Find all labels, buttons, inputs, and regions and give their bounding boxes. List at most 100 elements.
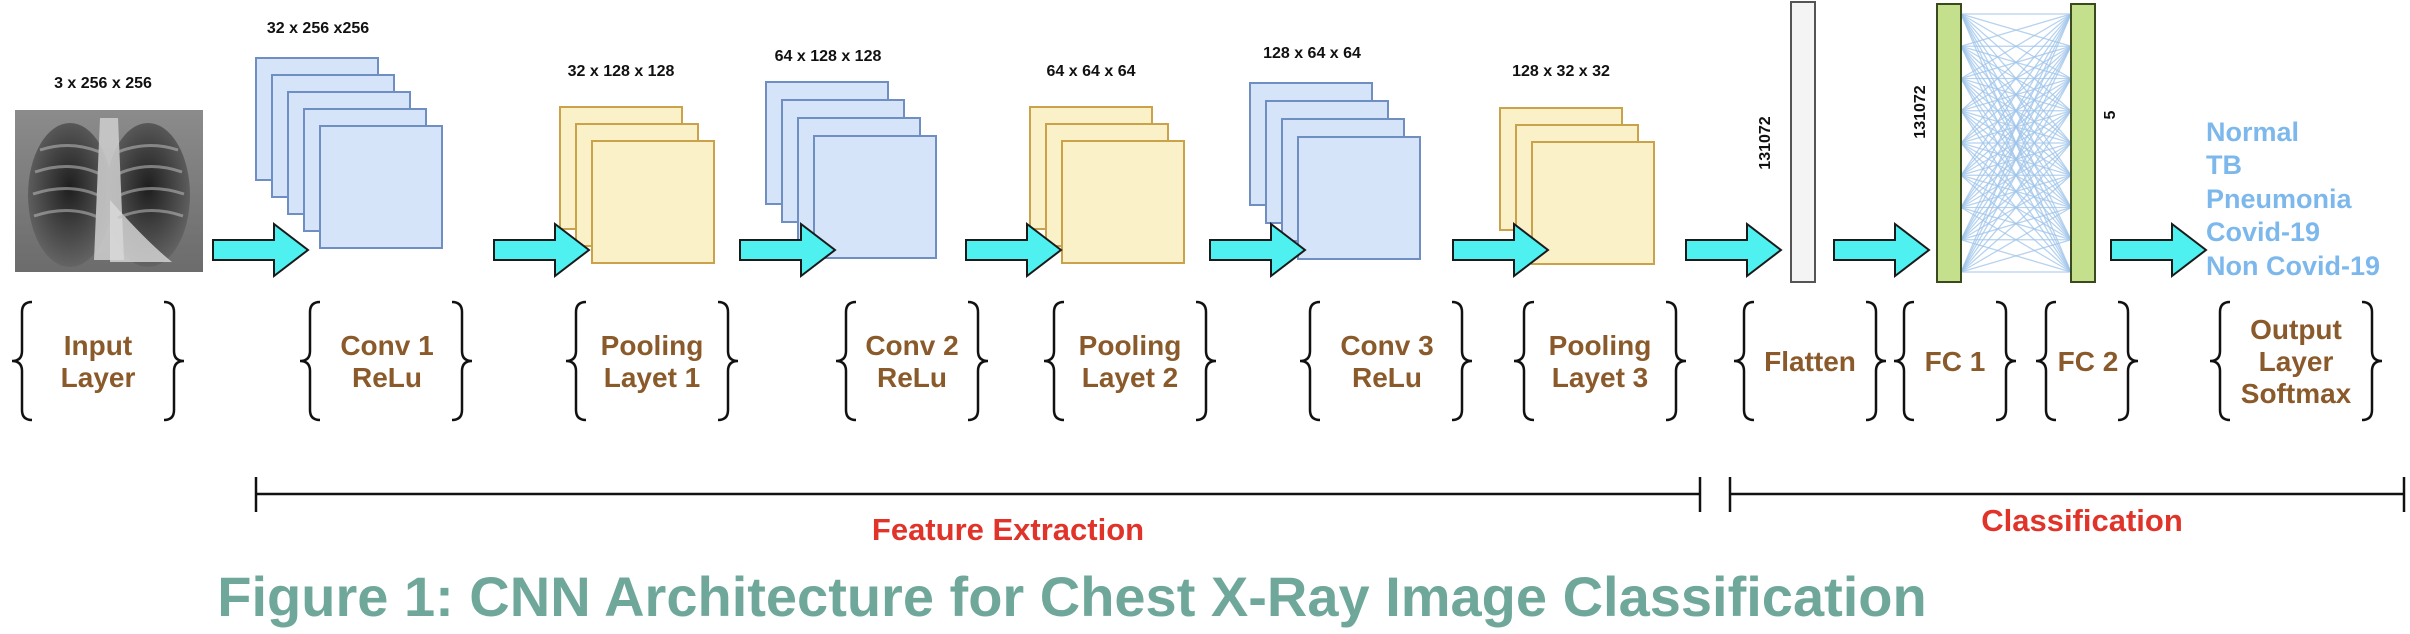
feature-extraction-bracket (254, 477, 1702, 512)
layer-label: ReLu (352, 362, 422, 393)
layer-label: FC 1 (1925, 346, 1986, 377)
right-brace (1865, 300, 1887, 422)
fc-connection-line (1960, 13, 2072, 273)
classification-bracket (1728, 477, 2406, 512)
layer-label: Pooling (601, 330, 704, 361)
right-brace (163, 300, 185, 422)
fc-connection-line (1960, 13, 2072, 112)
fc-connection-line (1960, 13, 2072, 144)
flow-arrow (2110, 221, 2208, 279)
left-brace (565, 300, 587, 422)
layer-label-group: FC 2 (2035, 300, 2139, 422)
feature-map (813, 135, 937, 259)
fc-connection-line (1960, 110, 2072, 273)
layer-label-group: Flatten (1733, 300, 1887, 422)
input-dims: 3 x 256 x 256 (54, 75, 152, 92)
layer-label: Pooling (1079, 330, 1182, 361)
fc-connection-line (1960, 13, 2072, 47)
left-brace (1299, 300, 1321, 422)
layer-label: Layet 2 (1082, 362, 1179, 393)
figure-title: Figure 1: CNN Architecture for Chest X-R… (217, 565, 1926, 628)
flow-arrow (212, 221, 310, 279)
right-brace (1665, 300, 1687, 422)
output-class: Normal (2206, 117, 2299, 147)
right-brace (2361, 300, 2383, 422)
fc1-size: 131072 (1912, 85, 1929, 138)
flow-arrow (493, 221, 591, 279)
pooling-feature-maps (1029, 106, 1185, 264)
conv-feature-maps (255, 57, 443, 249)
flow-arrow (1452, 221, 1550, 279)
layer-label: Layet 3 (1552, 362, 1649, 393)
fc-connections (1960, 13, 2072, 273)
layer-label: Layer (61, 362, 136, 393)
flow-arrow (1833, 221, 1931, 279)
layer-dims: 64 x 128 x 128 (775, 48, 882, 65)
fc-connection-line (1960, 239, 2072, 273)
fc2-layer (2070, 3, 2096, 283)
layer-label: ReLu (1352, 362, 1422, 393)
layer-label: FC 2 (2058, 346, 2119, 377)
feature-map (319, 125, 443, 249)
fc-connection-line (1960, 13, 2072, 176)
right-brace (2117, 300, 2139, 422)
left-brace (299, 300, 321, 422)
left-brace (1893, 300, 1915, 422)
fc-connection-line (1960, 206, 2072, 273)
layer-label: Layer (2259, 346, 2334, 377)
fc1-layer (1936, 3, 1962, 283)
flow-arrow (1209, 221, 1307, 279)
layer-label: Pooling (1549, 330, 1652, 361)
feature-extraction-label: Feature Extraction (872, 512, 1144, 547)
fc-connection-line (1960, 142, 2072, 273)
output-class: Pneumonia (2206, 184, 2353, 214)
feature-map (1061, 140, 1185, 264)
fc-connection-line (1960, 78, 2072, 273)
output-class: Covid-19 (2206, 217, 2320, 247)
layer-dims: 32 x 128 x 128 (568, 63, 675, 80)
layer-label: Conv 3 (1340, 330, 1433, 361)
conv-feature-maps (765, 81, 937, 259)
feature-map (1297, 136, 1421, 260)
left-brace (1513, 300, 1535, 422)
left-brace (11, 300, 33, 422)
left-brace (835, 300, 857, 422)
feature-map (591, 140, 715, 264)
output-class: Non Covid-19 (2206, 251, 2380, 281)
fc-connection-line (1960, 13, 2072, 241)
layer-label: Conv 2 (865, 330, 958, 361)
fc-connection-line (1960, 13, 2072, 80)
feature-map (1531, 141, 1655, 265)
left-brace (1043, 300, 1065, 422)
flatten-size: 131072 (1757, 116, 1774, 169)
fc2-size: 5 (2102, 110, 2119, 119)
flatten-layer (1790, 1, 1816, 283)
layer-dims: 128 x 32 x 32 (1512, 63, 1610, 80)
right-brace (451, 300, 473, 422)
layer-dims: 64 x 64 x 64 (1047, 63, 1136, 80)
layer-dims: 32 x 256 x256 (267, 20, 369, 37)
pooling-feature-maps (1499, 107, 1655, 265)
conv-feature-maps (1249, 82, 1421, 260)
layer-label: ReLu (877, 362, 947, 393)
pooling-feature-maps (559, 106, 715, 264)
classification-label: Classification (1981, 503, 2183, 538)
left-brace (2035, 300, 2057, 422)
chest-x-ray-image (15, 110, 203, 272)
flow-arrow (965, 221, 1063, 279)
layer-label: Conv 1 (340, 330, 433, 361)
layer-label: Layet 1 (604, 362, 701, 393)
flow-arrow (739, 221, 837, 279)
flow-arrow (1685, 221, 1783, 279)
right-brace (967, 300, 989, 422)
output-class: TB (2206, 150, 2242, 180)
right-brace (717, 300, 739, 422)
left-brace (1733, 300, 1755, 422)
